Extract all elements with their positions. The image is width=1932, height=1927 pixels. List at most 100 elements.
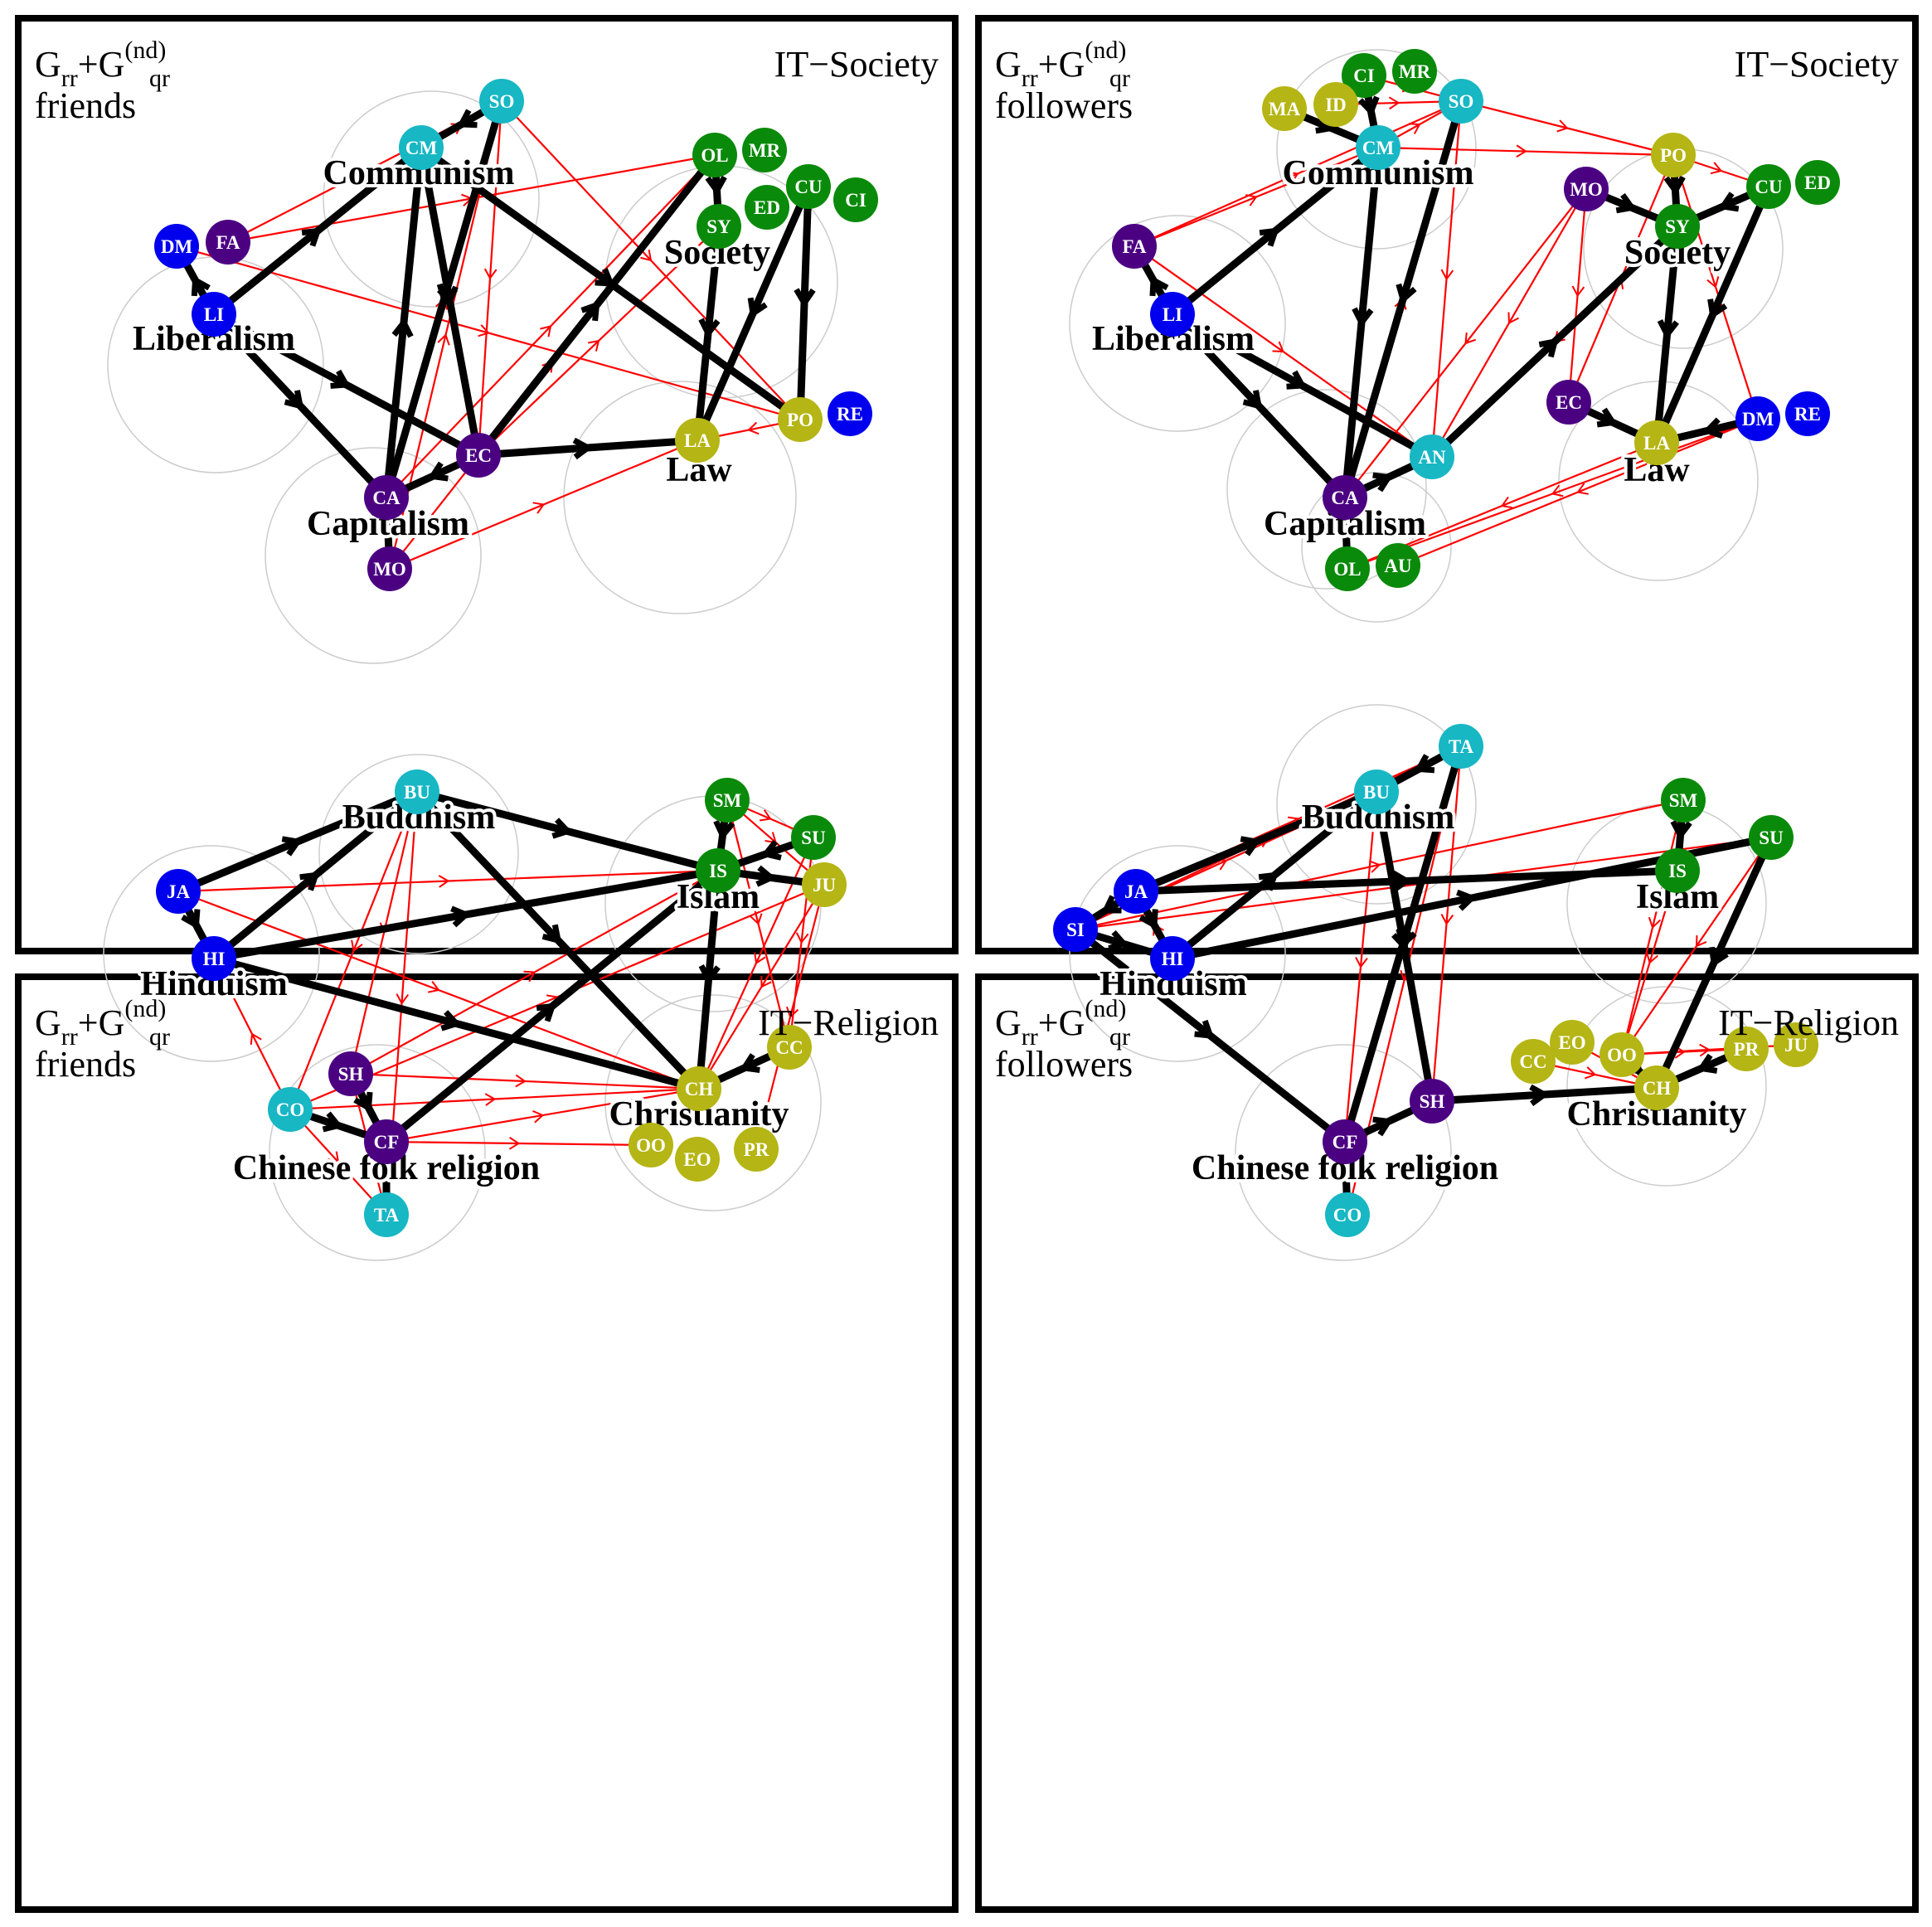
thin-edge-JA-IS (177, 869, 719, 893)
node-HI: HI (1150, 936, 1195, 981)
group-circle (1069, 215, 1286, 432)
node-label: CU (794, 177, 823, 197)
node-label: RE (837, 404, 863, 425)
node-label: CF (1332, 1132, 1358, 1153)
node-label: CM (405, 138, 438, 158)
node-label: PO (787, 410, 813, 430)
node-label: CU (1755, 177, 1783, 197)
thin-edge-BU-CO (289, 791, 419, 1110)
node-label: CI (845, 190, 866, 211)
node-CU: CU (786, 164, 831, 209)
thin-edge-IS-OO (1620, 870, 1679, 1056)
thin-edge-CO-HI (213, 958, 291, 1110)
node-CC: CC (1511, 1039, 1556, 1084)
node-DM: DM (1735, 396, 1780, 441)
thick-edge-SY-LA (693, 222, 723, 444)
thin-edge-CF-OO (386, 1137, 652, 1150)
node-label: LI (204, 304, 224, 325)
node-label: MR (1399, 61, 1431, 82)
node-CU: CU (1746, 164, 1791, 209)
node-label: BU (1363, 782, 1390, 803)
thin-edge-SH-CH (350, 1072, 700, 1090)
node-label: ED (1804, 172, 1831, 193)
node-label: CC (775, 1037, 803, 1058)
node-label: DM (1742, 409, 1774, 430)
node-label: MO (373, 559, 406, 580)
panel-formula-sub: qr (149, 65, 170, 92)
node-OO: OO (629, 1123, 673, 1167)
node-label: EC (465, 445, 492, 466)
thick-edge-CU-LA (693, 182, 813, 444)
group-circle (318, 754, 519, 954)
node-AN: AN (1410, 434, 1454, 479)
thin-edge-DM-PO (176, 245, 801, 421)
panel-formula: Grr+G(nd) (35, 995, 166, 1051)
node-CH: CH (1634, 1065, 1679, 1110)
node-CM: CM (1356, 125, 1400, 170)
node-EO: EO (1550, 1020, 1595, 1065)
node-SY: SY (1655, 204, 1700, 249)
node-SU: SU (791, 815, 836, 860)
node-HI: HI (192, 936, 236, 981)
node-MO: MO (1564, 167, 1609, 211)
thin-edge-SO-AN (1430, 100, 1463, 458)
node-label: LI (1163, 304, 1182, 325)
node-label: SU (1759, 828, 1784, 848)
node-label: CC (1519, 1051, 1546, 1072)
node-CO: CO (268, 1087, 313, 1132)
node-label: JU (813, 875, 837, 896)
node-label: IS (1668, 861, 1687, 881)
node-JA: JA (156, 869, 201, 914)
node-label: HI (203, 949, 226, 969)
node-label: RE (1794, 404, 1821, 425)
node-CI: CI (1342, 53, 1386, 98)
panel-formula: Grr+G(nd) (35, 36, 166, 92)
panel-society-followers: CommunismSocietyLiberalismLawCapitalismC… (975, 15, 1919, 954)
thick-edge-SI-CF (1071, 925, 1349, 1146)
node-BU: BU (395, 769, 439, 814)
node-label: SY (706, 216, 731, 237)
node-label: LA (684, 430, 711, 451)
thick-edge-LI-CA (210, 310, 391, 502)
thin-edge-MO-EC (1567, 188, 1588, 403)
node-SH: SH (1410, 1079, 1454, 1124)
node-CO: CO (1325, 1192, 1370, 1237)
node-CA: CA (364, 475, 409, 520)
thin-edge-FA-CM (1133, 146, 1379, 248)
node-label: MR (749, 140, 781, 161)
node-label: JA (167, 881, 191, 902)
node-label: OL (701, 145, 728, 166)
thin-edge-TA-SH (1430, 745, 1463, 1102)
thick-edge-SO-CA (382, 97, 506, 502)
node-SH: SH (328, 1051, 373, 1096)
node-PR: PR (1724, 1027, 1769, 1071)
panel-religion-followers: BuddhismIslamHinduismChristianityChinese… (975, 704, 1919, 1913)
node-label: OO (636, 1135, 666, 1156)
node-MA: MA (1262, 86, 1307, 131)
node-SI: SI (1053, 907, 1098, 952)
node-SU: SU (1749, 815, 1794, 860)
group-label: Buddhism (342, 798, 495, 837)
thin-edge-FA-SO (1133, 100, 1462, 248)
group-circle (265, 447, 482, 664)
node-label: IS (709, 861, 727, 881)
thin-edge-SO-PO (1460, 100, 1674, 157)
node-IS: IS (1655, 848, 1700, 893)
thin-edge-SM-CC (726, 799, 791, 1048)
group-circle (1069, 845, 1286, 1062)
thin-edge-CO-TA (289, 1109, 387, 1216)
node-label: FA (216, 232, 240, 253)
thin-edge-PO-DM (1672, 154, 1760, 420)
node-SO: SO (1439, 79, 1483, 124)
node-label: CA (1331, 488, 1359, 508)
panel-subtitle: friends (35, 85, 136, 126)
thin-edge-MO-AN (1431, 188, 1587, 458)
node-label: PO (1660, 145, 1687, 166)
thick-edge-CU-PO (794, 182, 816, 424)
node-SM: SM (1661, 778, 1706, 823)
node-label: SO (489, 91, 515, 112)
node-CA: CA (1323, 475, 1367, 520)
node-JA: JA (1114, 869, 1158, 914)
group-circle (563, 381, 797, 614)
